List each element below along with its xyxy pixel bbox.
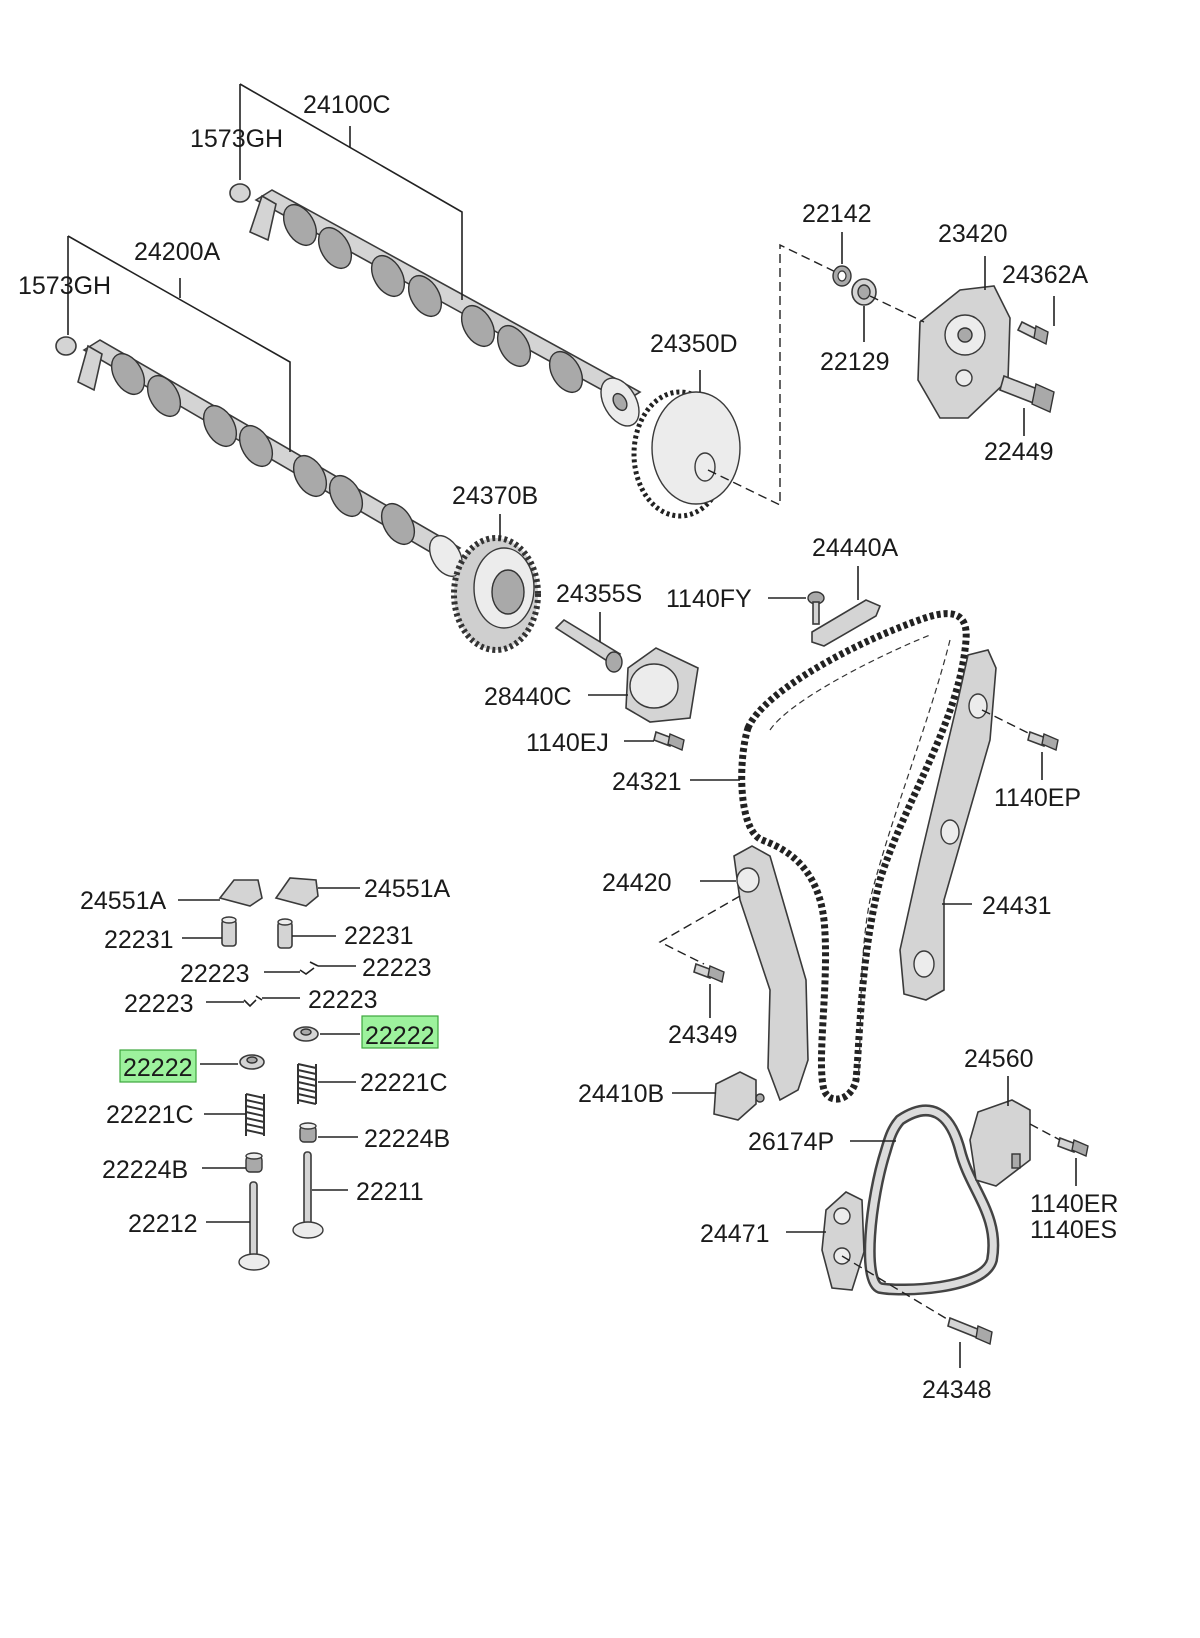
valve-spring-22221c-left[interactable]	[245, 1093, 265, 1136]
tensioner-24560[interactable]	[969, 1099, 1031, 1187]
label-22449[interactable]: 22449	[984, 438, 1054, 466]
label-24431[interactable]: 24431	[982, 892, 1052, 920]
label-1140ej[interactable]: 1140EJ	[526, 729, 609, 757]
label-22211[interactable]: 22211	[356, 1178, 424, 1206]
label-22224b-left[interactable]: 22224B	[102, 1156, 188, 1184]
retainer-22222-right[interactable]	[293, 1026, 319, 1042]
label-26174p[interactable]: 26174P	[748, 1128, 834, 1156]
label-24355s[interactable]: 24355S	[556, 580, 642, 608]
valve-22212[interactable]	[238, 1181, 270, 1271]
valve-seal-22224b-left[interactable]	[245, 1152, 263, 1173]
label-22221c-right[interactable]: 22221C	[360, 1069, 448, 1097]
label-1140fy[interactable]: 1140FY	[666, 585, 752, 613]
label-1140es[interactable]: 1140ES	[1030, 1216, 1117, 1244]
label-23420[interactable]: 23420	[938, 220, 1008, 248]
camshaft-24100c[interactable]	[249, 189, 647, 433]
valve-spring-22221c-right[interactable]	[297, 1063, 317, 1105]
label-24560[interactable]: 24560	[964, 1045, 1034, 1073]
solenoid-28440c[interactable]	[625, 647, 699, 723]
label-22231-right[interactable]: 22231	[344, 922, 414, 950]
label-1573gh-upper[interactable]: 1573GH	[190, 125, 283, 153]
seal-22142[interactable]	[832, 265, 852, 287]
highlight-22222-right	[361, 1015, 439, 1049]
bolt-24349[interactable]	[693, 962, 725, 983]
bolt-24348[interactable]	[947, 1316, 993, 1345]
label-24350d[interactable]: 24350D	[650, 330, 738, 358]
label-22223-left-upper[interactable]: 22223	[180, 960, 250, 988]
label-22222-right[interactable]: 22222	[365, 1022, 435, 1050]
label-24440a[interactable]: 24440A	[812, 534, 899, 562]
label-24551a-right[interactable]: 24551A	[364, 875, 451, 903]
tensioner-24410b[interactable]	[713, 1071, 765, 1121]
valve-24355s[interactable]	[554, 618, 623, 673]
label-28440c[interactable]: 28440C	[484, 683, 572, 711]
label-22223-left-lower[interactable]: 22223	[124, 990, 194, 1018]
lash-adjuster-22231-right[interactable]	[277, 918, 293, 949]
bolt-1140ej[interactable]	[653, 730, 685, 751]
label-24349[interactable]: 24349	[668, 1021, 738, 1049]
bolt-1140ep[interactable]	[1027, 730, 1059, 751]
bolt-22449[interactable]	[999, 374, 1055, 413]
sprocket-24370b[interactable]	[451, 535, 541, 653]
chain-guide-24431[interactable]	[899, 649, 997, 1001]
label-22129[interactable]: 22129	[820, 348, 890, 376]
timing-chain-24321[interactable]	[738, 610, 970, 1103]
label-24200a[interactable]: 24200A	[134, 238, 221, 266]
label-22223-right-lower[interactable]: 22223	[308, 986, 378, 1014]
highlight-22222-left	[119, 1049, 197, 1083]
retainer-22222-left[interactable]	[239, 1054, 265, 1070]
keeper-22223-lower[interactable]	[243, 995, 263, 1008]
label-22223-right-upper[interactable]: 22223	[362, 954, 432, 982]
cap-1573gh-upper[interactable]	[229, 183, 251, 203]
bolt-1140fy[interactable]	[807, 591, 825, 625]
camshaft-24200a[interactable]	[77, 339, 469, 582]
tensioner-arm-24471[interactable]	[821, 1191, 865, 1291]
label-24410b[interactable]: 24410B	[578, 1080, 664, 1108]
label-24100c[interactable]: 24100C	[303, 91, 391, 119]
label-24348[interactable]: 24348	[922, 1376, 992, 1404]
valve-22211[interactable]	[292, 1151, 324, 1239]
keeper-22223-upper[interactable]	[299, 961, 319, 975]
rocker-arm-24551a-left[interactable]	[218, 879, 263, 907]
label-24321[interactable]: 24321	[612, 768, 682, 796]
label-22142[interactable]: 22142	[802, 200, 872, 228]
cap-1573gh-lower[interactable]	[55, 336, 77, 356]
valve-seal-22224b-right[interactable]	[299, 1122, 317, 1143]
guide-24440a[interactable]	[811, 599, 882, 647]
label-24471[interactable]: 24471	[700, 1220, 770, 1248]
lash-adjuster-22231-left[interactable]	[221, 916, 237, 947]
label-1140er[interactable]: 1140ER	[1030, 1190, 1119, 1218]
label-24420[interactable]: 24420	[602, 869, 672, 897]
label-1573gh-lower[interactable]: 1573GH	[18, 272, 111, 300]
label-24551a-left[interactable]: 24551A	[80, 887, 167, 915]
cvvt-sprocket-24350d[interactable]	[631, 389, 741, 519]
label-22222-left[interactable]: 22222	[123, 1054, 193, 1082]
bolt-24362a[interactable]	[1016, 320, 1049, 346]
label-22224b-right[interactable]: 22224B	[364, 1125, 450, 1153]
label-1140ep[interactable]: 1140EP	[994, 784, 1081, 812]
label-22221c-left[interactable]: 22221C	[106, 1101, 194, 1129]
label-24362a[interactable]: 24362A	[1002, 261, 1089, 289]
label-22231-left[interactable]: 22231	[104, 926, 174, 954]
chain-guide-24420[interactable]	[733, 845, 809, 1102]
rocker-arm-24551a-right[interactable]	[274, 877, 319, 907]
seal-22129[interactable]	[851, 278, 877, 306]
cover-23420[interactable]	[917, 285, 1011, 419]
label-24370b[interactable]: 24370B	[452, 482, 538, 510]
label-22212[interactable]: 22212	[128, 1210, 198, 1238]
bolt-1140er-1140es[interactable]	[1057, 1136, 1089, 1157]
